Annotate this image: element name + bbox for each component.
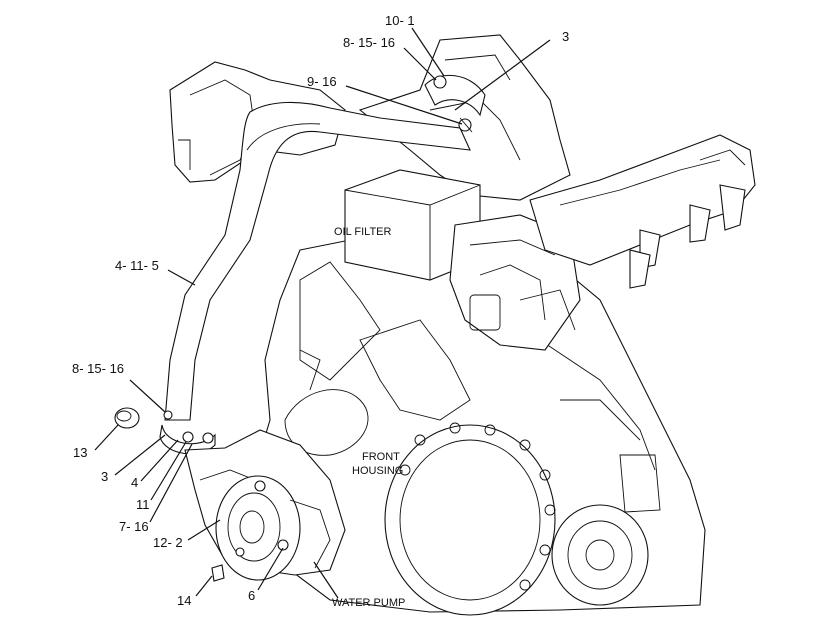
captions: OIL FILTER FRONT HOUSING WATER PUMP (332, 226, 405, 609)
upper-engine-block (358, 34, 571, 201)
part-labels: 10- 1 8- 15- 16 3 9- 16 4- 11- 5 8- 15- … (72, 13, 569, 608)
lower-clamp (159, 410, 216, 455)
label-12-2: 12- 2 (153, 535, 183, 550)
cap-part (114, 407, 140, 429)
leader-10-1 (411, 27, 445, 77)
fuel-manifold (529, 134, 756, 289)
caption-water-pump: WATER PUMP (332, 597, 405, 609)
leader-8-15-16-top (403, 47, 437, 81)
leader-12-2 (187, 519, 221, 541)
front-housing-opening (384, 422, 556, 616)
accessory-drive-opening (551, 504, 649, 606)
label-9-16: 9- 16 (307, 74, 337, 89)
leader-6 (257, 547, 284, 591)
leader-13 (94, 424, 119, 451)
caption-front-housing-line1: FRONT (362, 451, 400, 463)
label-8-15-16-top: 8- 15- 16 (343, 35, 395, 50)
caption-oil-filter: OIL FILTER (334, 226, 392, 238)
label-4: 4 (131, 475, 138, 490)
leader-14 (195, 575, 213, 597)
leader-3-top (454, 39, 551, 111)
leader-4 (140, 439, 179, 482)
plug-part (211, 564, 225, 582)
label-3-left: 3 (101, 469, 108, 484)
leader-4-11-5 (167, 269, 196, 286)
label-11: 11 (136, 497, 150, 512)
leader-water-pump (313, 561, 339, 599)
caption-front-housing-line2: HOUSING (352, 465, 403, 477)
label-8-15-16-left: 8- 15- 16 (72, 361, 124, 376)
label-14: 14 (177, 593, 191, 608)
top-clamp (424, 74, 486, 133)
label-6: 6 (248, 588, 255, 603)
leader-8-15-16-left (129, 379, 166, 413)
label-4-11-5: 4- 11- 5 (115, 258, 159, 273)
label-13: 13 (73, 445, 87, 460)
label-10-1: 10- 1 (385, 13, 415, 28)
label-7-16: 7- 16 (119, 519, 149, 534)
leader-11 (150, 441, 187, 501)
leader-9-16 (345, 85, 463, 125)
label-3-top: 3 (562, 29, 569, 44)
leader-3-left (114, 434, 166, 476)
leader-7-16 (149, 443, 193, 523)
leader-lines (94, 27, 551, 599)
air-tube (164, 101, 471, 421)
